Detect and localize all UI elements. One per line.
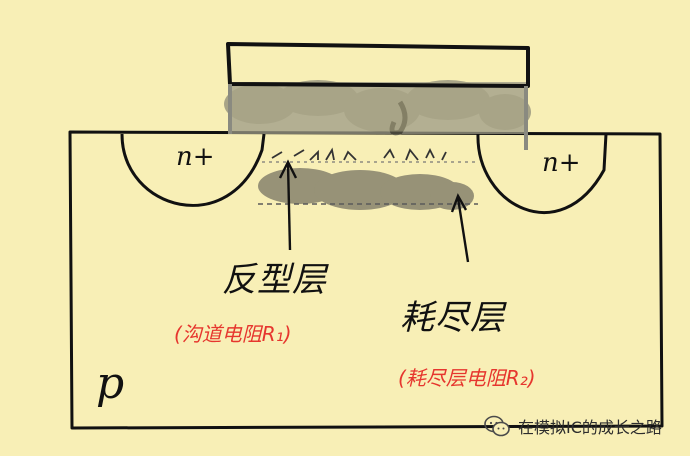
watermark: 在模拟IC的成长之路 (484, 414, 662, 438)
depletion-layer-label: 耗尽层 (400, 298, 505, 338)
wechat-icon (484, 415, 510, 437)
inversion-resistance-note: (沟道电阻R₁) (174, 322, 292, 346)
depletion-resistance-note: (耗尽层电阻R₂) (398, 366, 536, 390)
inversion-arrow (286, 163, 292, 251)
drain-label: n+ (542, 148, 581, 178)
inversion-layer-label: 反型层 (222, 260, 327, 300)
watermark-text: 在模拟IC的成长之路 (518, 418, 662, 437)
substrate-label: p (96, 358, 125, 409)
gate-electrode (226, 42, 530, 88)
depletion-arrow (456, 197, 470, 263)
source-well (120, 133, 266, 207)
drain-well (476, 133, 608, 214)
gate-shading (224, 80, 531, 136)
source-label: n+ (176, 142, 215, 172)
inversion-charges (271, 147, 447, 161)
